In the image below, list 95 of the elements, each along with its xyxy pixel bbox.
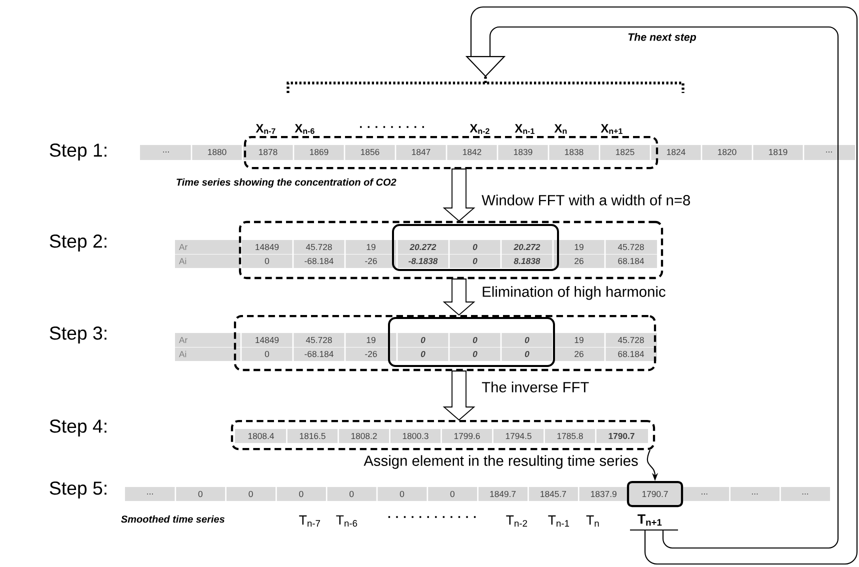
table-cell: 1800.3: [402, 432, 428, 440]
table-cell: 1808.4: [248, 432, 274, 440]
table-cell: -8.1838: [408, 258, 438, 264]
table-cell: 0: [299, 490, 304, 498]
table-cell: 1794.5: [506, 432, 532, 440]
table-cell: 0: [472, 244, 478, 250]
table-cell: 0: [472, 350, 478, 358]
table-cell: 0: [472, 336, 478, 344]
block-arrow: [442, 168, 476, 222]
table-cell: 1808.2: [351, 432, 377, 440]
index-label: T$_{n-1}$: [548, 515, 570, 527]
table-cell: -26: [365, 350, 377, 358]
table-cell: 1838: [565, 148, 584, 156]
table-cell: 1878: [259, 148, 278, 156]
step-label: Step 4:: [50, 420, 106, 436]
table-cell: 0: [420, 336, 426, 344]
index-label: X$_{n-1}$: [514, 124, 534, 134]
table-cell: -68.184: [304, 350, 334, 358]
table-cell: 1820: [718, 148, 736, 156]
ellipsis: . . . . . . . . . . . .: [388, 516, 476, 518]
table-cell: 0: [524, 336, 530, 344]
table-cell: 0: [198, 490, 202, 498]
index-label: X$_{n}$: [554, 124, 567, 134]
index-label: X$_{n-7}$: [256, 124, 276, 134]
table-cell: -26: [365, 258, 377, 264]
table-cell: 20.272: [514, 244, 540, 250]
index-label: T$_{n-2}$: [506, 515, 528, 527]
table-cell: 1785.8: [557, 432, 583, 440]
index-label: T$_{n-6}$: [336, 515, 358, 527]
table-cell: 26: [574, 258, 584, 264]
table-cell: 19: [366, 336, 376, 344]
table-cell: 45.728: [306, 244, 332, 250]
table-cell: 1790.7: [608, 432, 634, 440]
row-label: Ai: [178, 258, 186, 264]
step-label: Step 2:: [50, 234, 106, 252]
table-cell: 19: [574, 336, 584, 344]
table-cell: 1847: [412, 148, 430, 156]
table-cell: 0: [264, 258, 270, 264]
table-cell: 0: [472, 258, 478, 264]
table-cell: 68.184: [618, 350, 644, 358]
highlighted-cell: 1790.7: [626, 480, 684, 508]
index-label: X$_{n-6}$: [294, 124, 314, 134]
row-label: Ai: [178, 350, 186, 358]
edge-label: The next step: [626, 32, 698, 44]
index-label: X$_{n-2}$: [470, 124, 490, 134]
step-label: Step 1:: [50, 144, 106, 160]
table-cell: 0: [524, 350, 530, 358]
table-cell: 1880: [208, 148, 226, 156]
series-caption: Time series showing the concentration of CO2: [176, 178, 396, 188]
table-cell: 1825: [616, 148, 634, 156]
edge-label: Window FFT with a width of n=8: [480, 193, 692, 207]
table-cell: 1799.6: [454, 432, 480, 440]
table-cell: 20.272: [410, 244, 436, 250]
table-cell: 1819: [769, 148, 788, 156]
table-cell: 45.728: [306, 336, 332, 344]
table-cell: 19: [366, 244, 376, 250]
row-label: Ar: [178, 244, 188, 250]
row-label: Ar: [178, 337, 188, 343]
table-cell: 1869: [310, 148, 328, 156]
edge-label: Assign element in the resulting time series: [362, 454, 640, 470]
table-cell: 26: [574, 350, 584, 358]
table-cell: -68.184: [304, 258, 334, 264]
table-cell: 0: [350, 490, 354, 498]
table-cell: 1839: [514, 148, 532, 156]
table-cell: 68.184: [618, 258, 644, 264]
index-label: X$_{n+1}$: [600, 124, 622, 134]
index-label: T$_{n}$: [586, 515, 599, 527]
block-arrow: [442, 370, 476, 421]
table-cell: 0: [248, 490, 253, 498]
table-cell: 0: [400, 490, 404, 498]
ellipsis: . . . . . . . . .: [360, 126, 424, 128]
table-cell: 14849: [256, 244, 279, 250]
table-cell: 14849: [256, 336, 279, 344]
table-cell: 19: [574, 244, 584, 250]
index-label: T$_{n+1}$: [638, 514, 662, 526]
step-label: Step 5:: [50, 482, 106, 498]
table-cell: 1816.5: [300, 432, 326, 440]
table-cell: 1842: [463, 148, 482, 156]
table-cell: 45.728: [618, 244, 644, 250]
step-label: Step 3:: [50, 326, 106, 344]
series-caption: Smoothed time series: [121, 515, 225, 523]
block-arrow: [442, 278, 476, 316]
table-cell: 1824: [667, 148, 686, 156]
table-cell: 0: [420, 350, 426, 358]
table-cell: 1856: [361, 148, 380, 156]
table-cell: 45.728: [618, 336, 644, 344]
edge-label: The inverse FFT: [480, 380, 591, 394]
table-cell: 1849.7: [490, 490, 516, 498]
table-cell: 1837.9: [591, 490, 616, 498]
table-cell: 1845.7: [540, 490, 566, 498]
index-label: T$_{n-7}$: [299, 515, 320, 527]
table-cell: 0: [264, 350, 270, 358]
table-cell: 0: [450, 490, 454, 498]
table-cell: 8.1838: [514, 258, 540, 264]
edge-label: Elimination of high harmonic: [480, 284, 668, 302]
